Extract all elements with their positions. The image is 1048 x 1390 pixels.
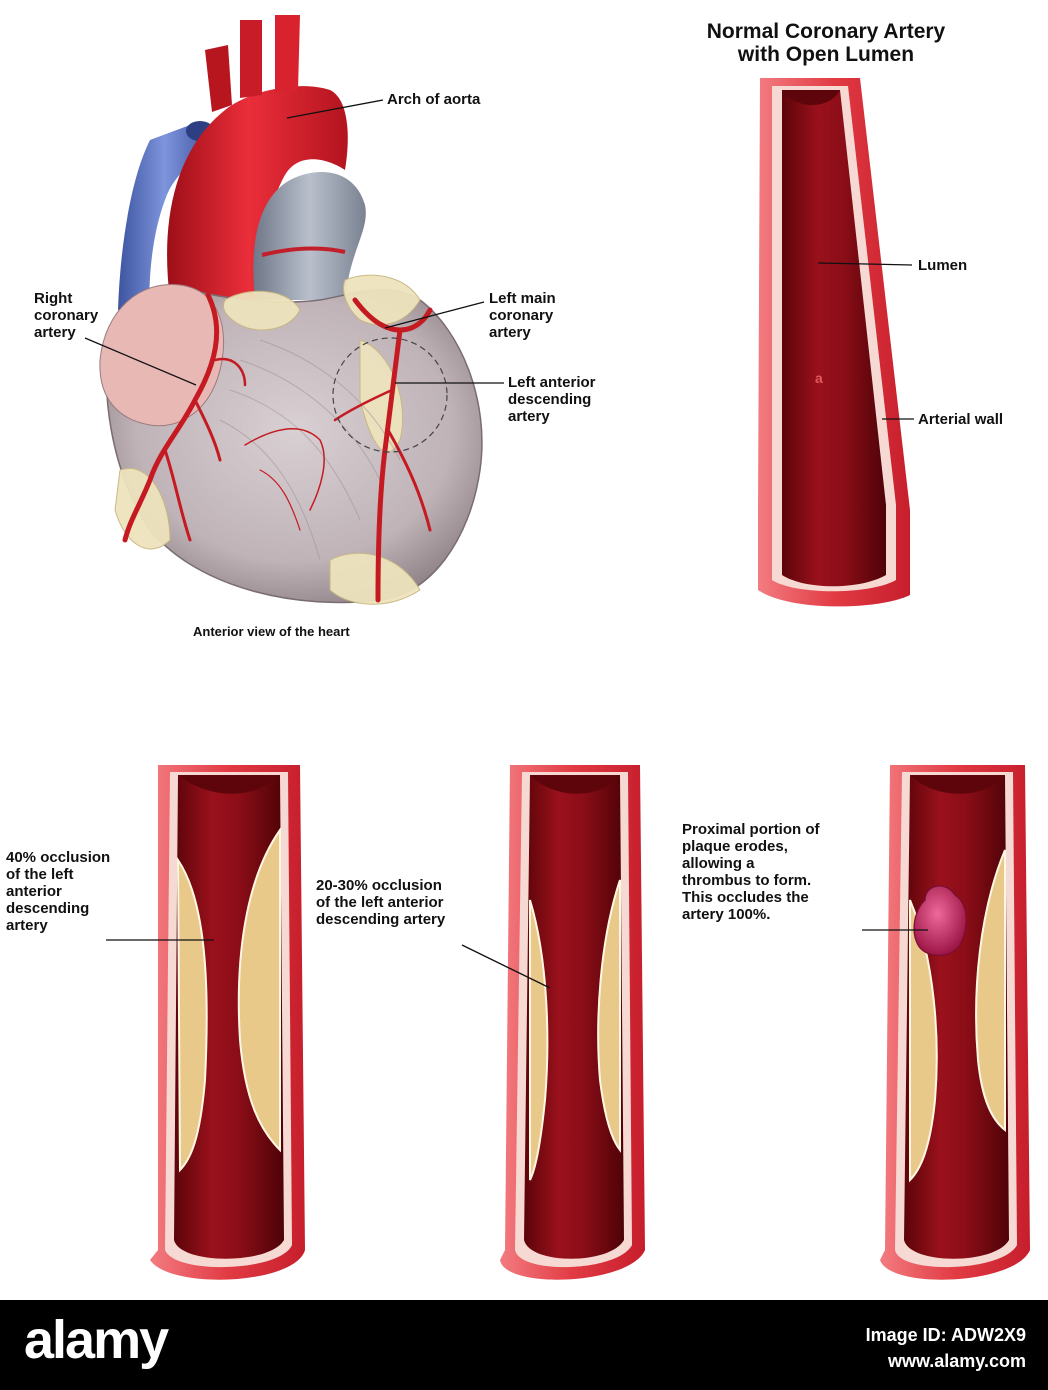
plaque-left bbox=[529, 899, 549, 1181]
illustration-canvas bbox=[84, 15, 1030, 1280]
heart-caption: Anterior view of the heart bbox=[193, 624, 350, 639]
arterial-wall-label: Arterial wall bbox=[918, 411, 1004, 428]
thrombus-occlusion-label: Proximal portion of plaque erodes, allow… bbox=[682, 821, 820, 923]
right-coronary-artery-label: Right coronary artery bbox=[34, 290, 99, 341]
pulmonary-trunk bbox=[253, 172, 366, 300]
left-anterior-descending-artery bbox=[375, 327, 403, 603]
normal-artery-title: Normal Coronary Artery with Open Lumen bbox=[706, 20, 946, 66]
left-main-coronary-artery-label: Left main coronary artery bbox=[489, 290, 556, 341]
occluded-artery-20-30 bbox=[461, 765, 645, 1280]
site-url-text: www.alamy.com bbox=[887, 1351, 1026, 1371]
right-atrium bbox=[99, 283, 225, 427]
thrombus bbox=[913, 885, 967, 957]
occlusion-40-label: 40% occlusion of the left anterior desce… bbox=[6, 849, 111, 934]
plaque-left bbox=[176, 856, 208, 1173]
plaque-right bbox=[597, 879, 621, 1153]
lumen-marker: a bbox=[815, 370, 823, 386]
arch-of-aorta-label: Arch of aorta bbox=[387, 91, 481, 108]
footer-bar bbox=[0, 1300, 1048, 1390]
occlusion-20-30-label: 20-30% occlusion of the left anterior de… bbox=[316, 877, 446, 928]
superior-vena-cava bbox=[118, 123, 212, 320]
normal-artery-illustration bbox=[758, 78, 914, 607]
plaque-right bbox=[237, 826, 281, 1153]
lumen-label: Lumen bbox=[918, 257, 968, 274]
image-id-text: Image ID: ADW2X9 bbox=[865, 1325, 1026, 1345]
normal-lumen bbox=[782, 90, 886, 587]
occluded-artery-thrombus bbox=[862, 765, 1030, 1280]
lad-highlight-circle bbox=[332, 337, 448, 453]
right-coronary-artery bbox=[122, 292, 220, 543]
left-anterior-descending-label: Left anterior descending artery bbox=[508, 374, 596, 425]
aorta bbox=[167, 86, 348, 300]
occluded-artery-40 bbox=[106, 765, 305, 1280]
brand-logo: alamy bbox=[24, 1310, 169, 1370]
plaque-right bbox=[975, 849, 1006, 1133]
heart-illustration bbox=[84, 15, 504, 605]
